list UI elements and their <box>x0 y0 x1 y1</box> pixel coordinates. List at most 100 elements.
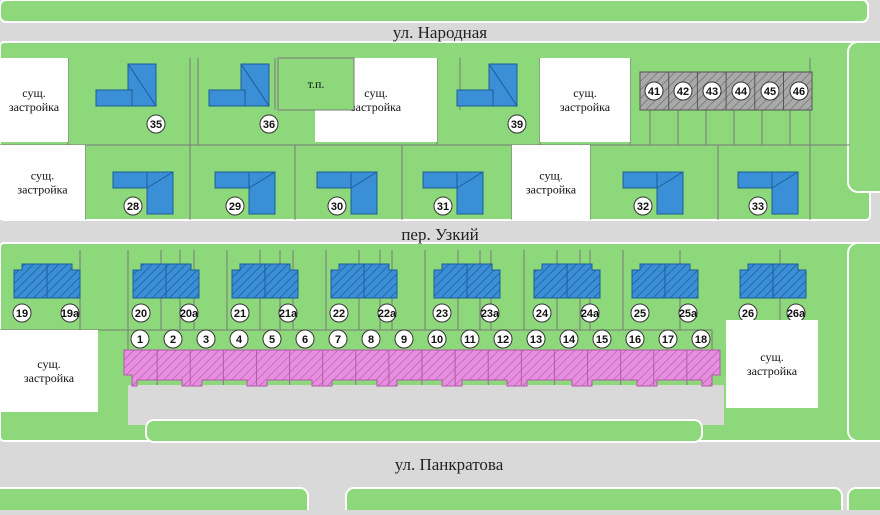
plot-number-circle <box>748 196 768 216</box>
plot-number-circle <box>433 196 453 216</box>
existing-building-area <box>0 330 98 412</box>
plot-marker-19: 19 <box>12 303 32 323</box>
house-footprint <box>737 171 799 215</box>
plot-marker-31: 31 <box>433 196 453 216</box>
plot-marker-23: 23 <box>432 303 452 323</box>
duplex-house <box>631 263 699 299</box>
plot-number-circle <box>526 329 546 349</box>
plot-marker-29: 29 <box>225 196 245 216</box>
plot-marker-30: 30 <box>327 196 347 216</box>
plot-marker-20: 20 <box>131 303 151 323</box>
plot-marker-15: 15 <box>592 329 612 349</box>
plot-marker-17: 17 <box>658 329 678 349</box>
bottom-green-strip-right <box>847 487 880 515</box>
plot-number-circle <box>532 303 552 323</box>
plot-marker-41: 41 <box>644 81 664 101</box>
plot-marker-46: 46 <box>789 81 809 101</box>
house-footprint <box>622 171 684 215</box>
existing-building: сущ.застройка <box>0 58 68 142</box>
roof-ridge <box>456 171 484 189</box>
existing-building: сущ.застройка <box>0 145 85 220</box>
plot-marker-20а: 20а <box>179 303 199 323</box>
plot-number-label: 7 <box>335 334 341 346</box>
plot-number-circle <box>262 329 282 349</box>
plot-marker-2: 2 <box>163 329 183 349</box>
plot-number-circle <box>130 329 150 349</box>
roof-ridge <box>488 63 518 107</box>
plot-marker-6: 6 <box>295 329 315 349</box>
duplex-house <box>231 263 299 299</box>
plot-marker-22а: 22а <box>377 303 397 323</box>
plot-marker-16: 16 <box>625 329 645 349</box>
plot-number-label: 29 <box>229 201 241 213</box>
house-part <box>208 89 246 107</box>
plot-number-label: 41 <box>648 86 660 98</box>
plot-marker-45: 45 <box>760 81 780 101</box>
inner-green-strip <box>145 419 703 443</box>
plot-number-circle <box>329 303 349 323</box>
plot-marker-36: 36 <box>259 114 279 134</box>
plot-number-circle <box>278 303 298 323</box>
plot-marker-26: 26 <box>738 303 758 323</box>
plot-marker-1: 1 <box>130 329 150 349</box>
plot-number-label: 42 <box>677 86 689 98</box>
plot-number-circle <box>789 81 809 101</box>
substation-label: т.п. <box>308 77 325 91</box>
plot-number-label: 21 <box>234 308 246 320</box>
existing-building-label-line1: сущ. <box>573 86 596 100</box>
plot-number-circle <box>760 81 780 101</box>
plot-number-circle <box>644 81 664 101</box>
existing-building-label-line2: застройка <box>560 100 611 114</box>
roof-ridge <box>350 171 378 189</box>
plot-marker-9: 9 <box>394 329 414 349</box>
roof-ridge <box>771 171 799 189</box>
duplex-house <box>433 263 501 299</box>
roof-ridge <box>146 171 174 189</box>
plot-number-circle <box>328 329 348 349</box>
plot-number-label: 26а <box>787 308 806 320</box>
plot-number-label: 22 <box>333 308 345 320</box>
plot-number-label: 25а <box>679 308 698 320</box>
plot-number-label: 46 <box>793 86 805 98</box>
plot-number-circle <box>507 114 527 134</box>
duplex-house <box>132 263 200 299</box>
plot-number-circle <box>731 81 751 101</box>
plot-number-label: 45 <box>764 86 776 98</box>
house-part <box>146 171 174 215</box>
plot-number-circle <box>702 81 722 101</box>
plot-number-circle <box>460 329 480 349</box>
plot-number-circle <box>123 196 143 216</box>
plot-marker-25а: 25а <box>678 303 698 323</box>
existing-building-area <box>0 58 68 142</box>
plot-marker-28: 28 <box>123 196 143 216</box>
plot-number-circle <box>592 329 612 349</box>
existing-building-label-line1: сущ. <box>31 169 54 183</box>
duplex-house <box>739 263 807 299</box>
plot-marker-23а: 23а <box>480 303 500 323</box>
plot-marker-8: 8 <box>361 329 381 349</box>
plot-number-label: 17 <box>662 334 674 346</box>
duplex-house <box>533 263 601 299</box>
plot-number-label: 21а <box>279 308 298 320</box>
existing-building-label-line1: сущ. <box>37 357 60 371</box>
duplex-house <box>330 263 398 299</box>
plot-number-label: 2 <box>170 334 176 346</box>
plot-marker-33: 33 <box>748 196 768 216</box>
house-part <box>350 171 378 215</box>
plot-number-label: 33 <box>752 201 764 213</box>
house-part <box>95 89 133 107</box>
plot-number-label: 11 <box>464 334 476 346</box>
existing-building-label-line1: сущ. <box>539 169 562 183</box>
plot-number-circle <box>658 329 678 349</box>
plot-number-circle <box>678 303 698 323</box>
house-footprint <box>316 171 378 215</box>
plot-number-circle <box>60 303 80 323</box>
plot-number-circle <box>427 329 447 349</box>
bottom-green-strip-middle <box>345 487 843 515</box>
plot-number-circle <box>633 196 653 216</box>
existing-building: сущ.застройка <box>540 58 630 142</box>
plot-marker-10: 10 <box>427 329 447 349</box>
substation-area <box>277 57 355 111</box>
substation: т.п. <box>277 57 355 111</box>
